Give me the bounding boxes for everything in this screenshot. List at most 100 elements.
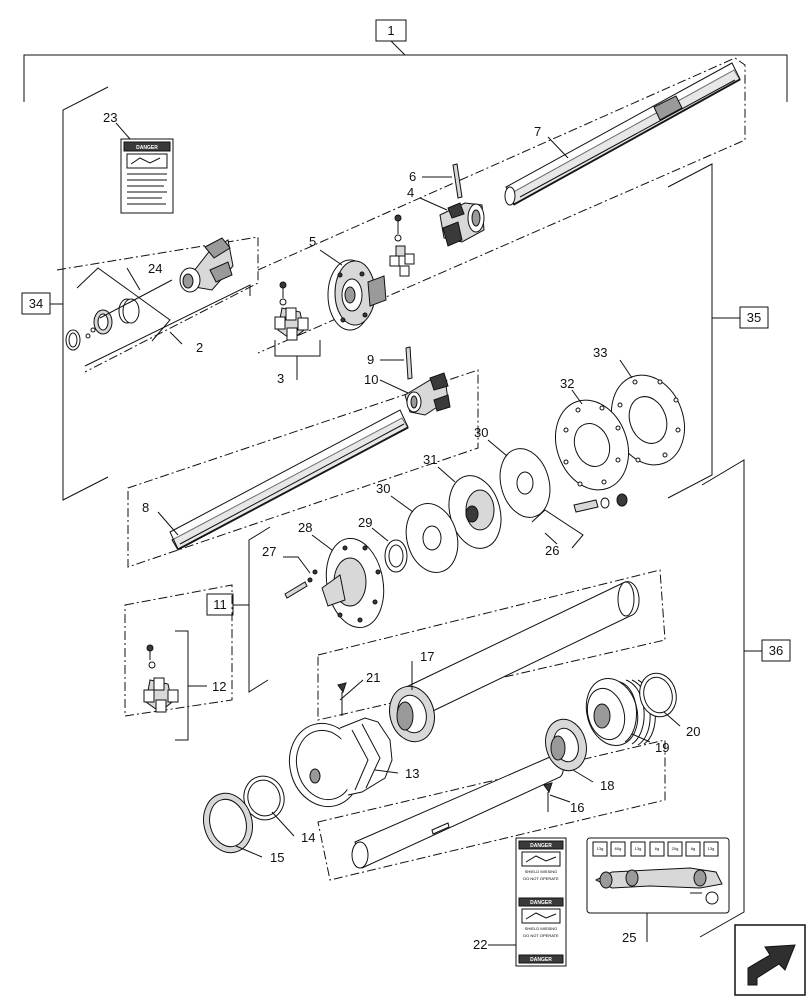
plate-part-32: 32	[555, 376, 629, 491]
callout-box-35: 35	[747, 310, 761, 325]
decal-22-danger-text-2: DANGER	[530, 900, 552, 906]
callout-4: 4	[407, 185, 414, 200]
dashed-group-outline-inner-tube	[317, 739, 666, 881]
dashed-group-outline-8	[127, 369, 479, 568]
callout-24: 24	[148, 261, 162, 276]
callout-30-upper: 30	[474, 425, 488, 440]
grease-value-3: 13g	[635, 846, 642, 851]
callout-21: 21	[366, 670, 380, 685]
dashed-group-outline-upper	[56, 236, 259, 373]
shield-cone-part-13: 13	[288, 717, 419, 808]
grease-value-2: 60g	[615, 846, 622, 851]
grease-value-6: 6g	[691, 846, 695, 851]
callout-26: 26	[545, 543, 559, 558]
bracket-34: 34	[21, 86, 109, 501]
callout-5: 5	[309, 234, 316, 249]
profile-tube-part-7: 7	[504, 62, 741, 206]
flange-yoke-part-5: 5	[309, 234, 387, 331]
bellows-part-19: 19	[585, 678, 669, 755]
pin-part-6: 6	[409, 163, 463, 199]
grease-value-4: 6g	[655, 846, 659, 851]
screws-part-27: 27	[262, 544, 318, 599]
next-page-arrow-icon[interactable]	[734, 924, 806, 996]
callout-15: 15	[270, 850, 284, 865]
cross-journal-part-3: 3	[274, 281, 321, 386]
callout-14: 14	[301, 830, 315, 845]
yoke-part-4: 4	[407, 185, 485, 247]
decal-22-do-not-operate-1: DO NOT OPERATE	[523, 876, 559, 881]
dashed-group-outline-outer-tube	[317, 569, 666, 721]
decal-22-danger-text-3: DANGER	[530, 957, 552, 963]
seal-ring-set-24: 24	[65, 261, 171, 351]
decal-22-shield-missing-1: SHIELD MISSING	[525, 869, 557, 874]
cross-journal-part-12: 12	[143, 630, 226, 741]
callout-box-11: 11	[213, 597, 227, 612]
ring-part-29: 29	[358, 515, 408, 573]
callout-32: 32	[560, 376, 574, 391]
callout-17: 17	[420, 649, 434, 664]
dashed-group-outline-right	[257, 57, 746, 354]
callout-19: 19	[655, 740, 669, 755]
callout-18: 18	[600, 778, 614, 793]
clip-ring-part-20: 20	[639, 672, 700, 739]
disc-part-30-upper: 30	[474, 425, 551, 518]
callout-16: 16	[570, 800, 584, 815]
callout-7: 7	[534, 124, 541, 139]
profile-tube-part-8: 8	[142, 409, 409, 551]
callout-box-1: 1	[387, 23, 394, 38]
decal-part-22: DANGER SHIELD MISSING DO NOT OPERATE DAN…	[473, 837, 567, 967]
decal-part-25: 13g 60g 13g 6g 20g 6g 13g 25	[586, 837, 730, 945]
bracket-35: 35	[667, 163, 769, 499]
callout-6: 6	[409, 169, 416, 184]
assembly-bracket-1: 1	[23, 19, 788, 102]
disc-part-31: 31	[423, 452, 502, 549]
callout-10: 10	[364, 372, 378, 387]
callout-box-36: 36	[769, 643, 783, 658]
pin-part-9: 9	[367, 346, 413, 380]
dashed-group-outline-12	[124, 584, 233, 717]
decal-22-shield-missing-2: SHIELD MISSING	[525, 926, 557, 931]
callout-29: 29	[358, 515, 372, 530]
callout-2: 2	[196, 340, 203, 355]
callout-9: 9	[367, 352, 374, 367]
disc-part-30-lower: 30	[376, 481, 459, 573]
callout-3: 3	[277, 371, 284, 386]
screw-part-21: 21	[337, 670, 380, 716]
bracket-11: 11	[206, 526, 271, 693]
callout-8: 8	[142, 500, 149, 515]
grease-value-1: 13g	[597, 846, 604, 851]
callout-22: 22	[473, 937, 487, 952]
callout-25: 25	[622, 930, 636, 945]
grease-boxes: 13g 60g 13g 6g 20g 6g 13g	[592, 841, 719, 857]
bracket-36: 36	[699, 459, 791, 938]
decal-part-23: DANGER 23	[103, 110, 174, 214]
grease-value-5: 20g	[672, 846, 679, 851]
callout-20: 20	[686, 724, 700, 739]
callout-23: 23	[103, 110, 117, 125]
yoke-part-2: 2	[84, 237, 251, 367]
plate-part-33: 33	[593, 345, 685, 466]
yoke-part-10: 10	[364, 372, 451, 416]
decal-23-danger-text: DANGER	[136, 145, 158, 151]
callout-28: 28	[298, 520, 312, 535]
callout-13: 13	[405, 766, 419, 781]
bearing-ring-part-18: 18	[545, 718, 614, 793]
callout-31: 31	[423, 452, 437, 467]
end-cap-part-15: 15	[203, 792, 284, 865]
callout-12: 12	[212, 679, 226, 694]
decal-22-danger-text-1: DANGER	[530, 843, 552, 849]
grease-value-7: 13g	[708, 846, 715, 851]
callout-box-34: 34	[29, 296, 43, 311]
bolt-part-26: 26	[531, 493, 628, 558]
callout-30-lower: 30	[376, 481, 390, 496]
decal-22-do-not-operate-2: DO NOT OPERATE	[523, 933, 559, 938]
callout-27: 27	[262, 544, 276, 559]
flange-part-28: 28	[298, 520, 385, 629]
bearing-ring-part-17: 17	[389, 649, 435, 743]
cross-journal-small	[389, 214, 415, 277]
callout-33: 33	[593, 345, 607, 360]
screw-part-16: 16	[543, 782, 584, 815]
outer-guard-tube	[399, 581, 640, 723]
